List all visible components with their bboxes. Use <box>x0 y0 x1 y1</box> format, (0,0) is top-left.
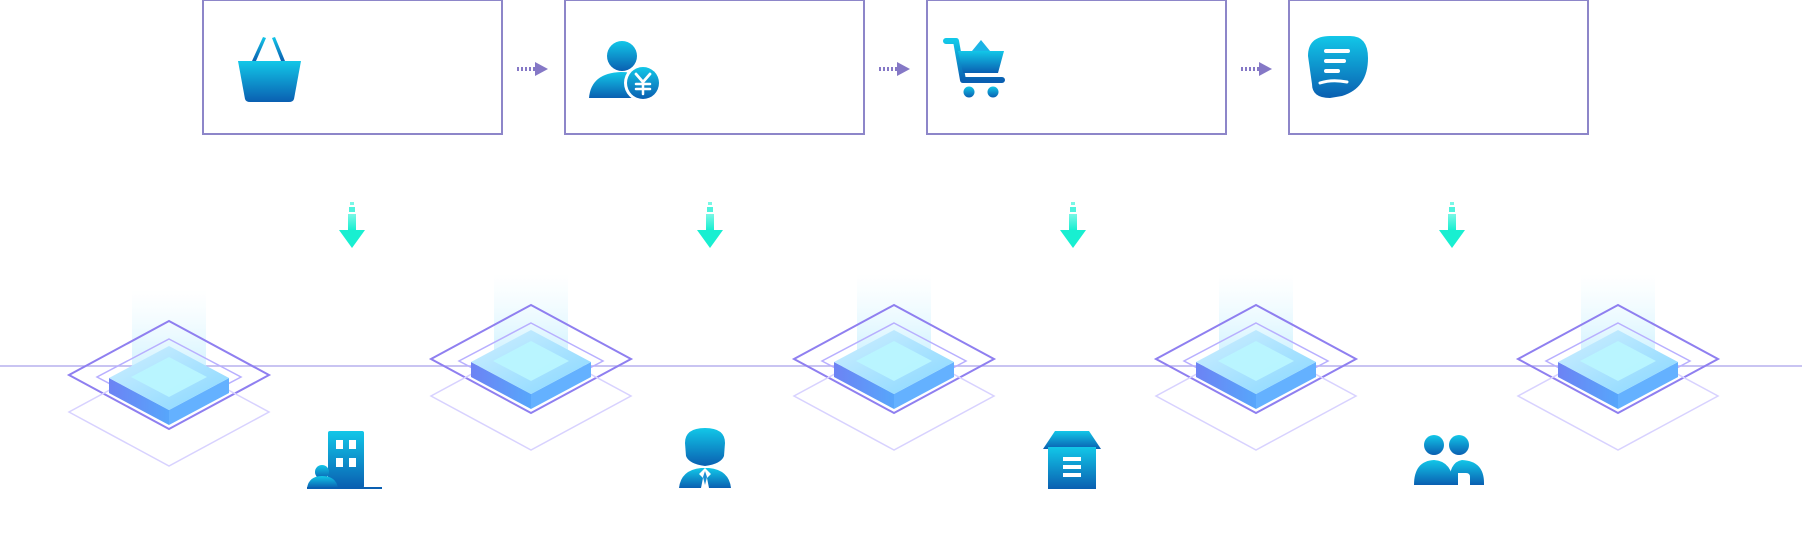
businessperson-icon <box>679 428 731 488</box>
platform-5 <box>1515 274 1721 451</box>
down-arrow-2 <box>697 202 723 248</box>
shopping-cart-icon <box>943 38 1005 98</box>
building-user-icon <box>307 431 382 489</box>
step-box-3 <box>926 0 1227 135</box>
platform-1 <box>66 290 272 467</box>
step-box-4 <box>1288 0 1589 135</box>
platform-4 <box>1153 274 1359 451</box>
platform-2 <box>428 274 634 451</box>
shopping-basket-icon <box>238 37 301 102</box>
group-users-icon <box>1414 435 1484 485</box>
platform-3 <box>791 274 997 451</box>
store-icon <box>1043 431 1101 489</box>
flow-arrow-3 <box>1241 62 1272 76</box>
hand-document-icon <box>1308 36 1368 98</box>
step-box-1 <box>202 0 503 135</box>
user-yuan-icon <box>589 41 662 102</box>
down-arrow-3 <box>1060 202 1086 248</box>
flow-arrow-1 <box>517 62 548 76</box>
flow-arrow-2 <box>879 62 910 76</box>
down-arrow-1 <box>339 202 365 248</box>
down-arrow-4 <box>1439 202 1465 248</box>
step-box-2 <box>564 0 865 135</box>
